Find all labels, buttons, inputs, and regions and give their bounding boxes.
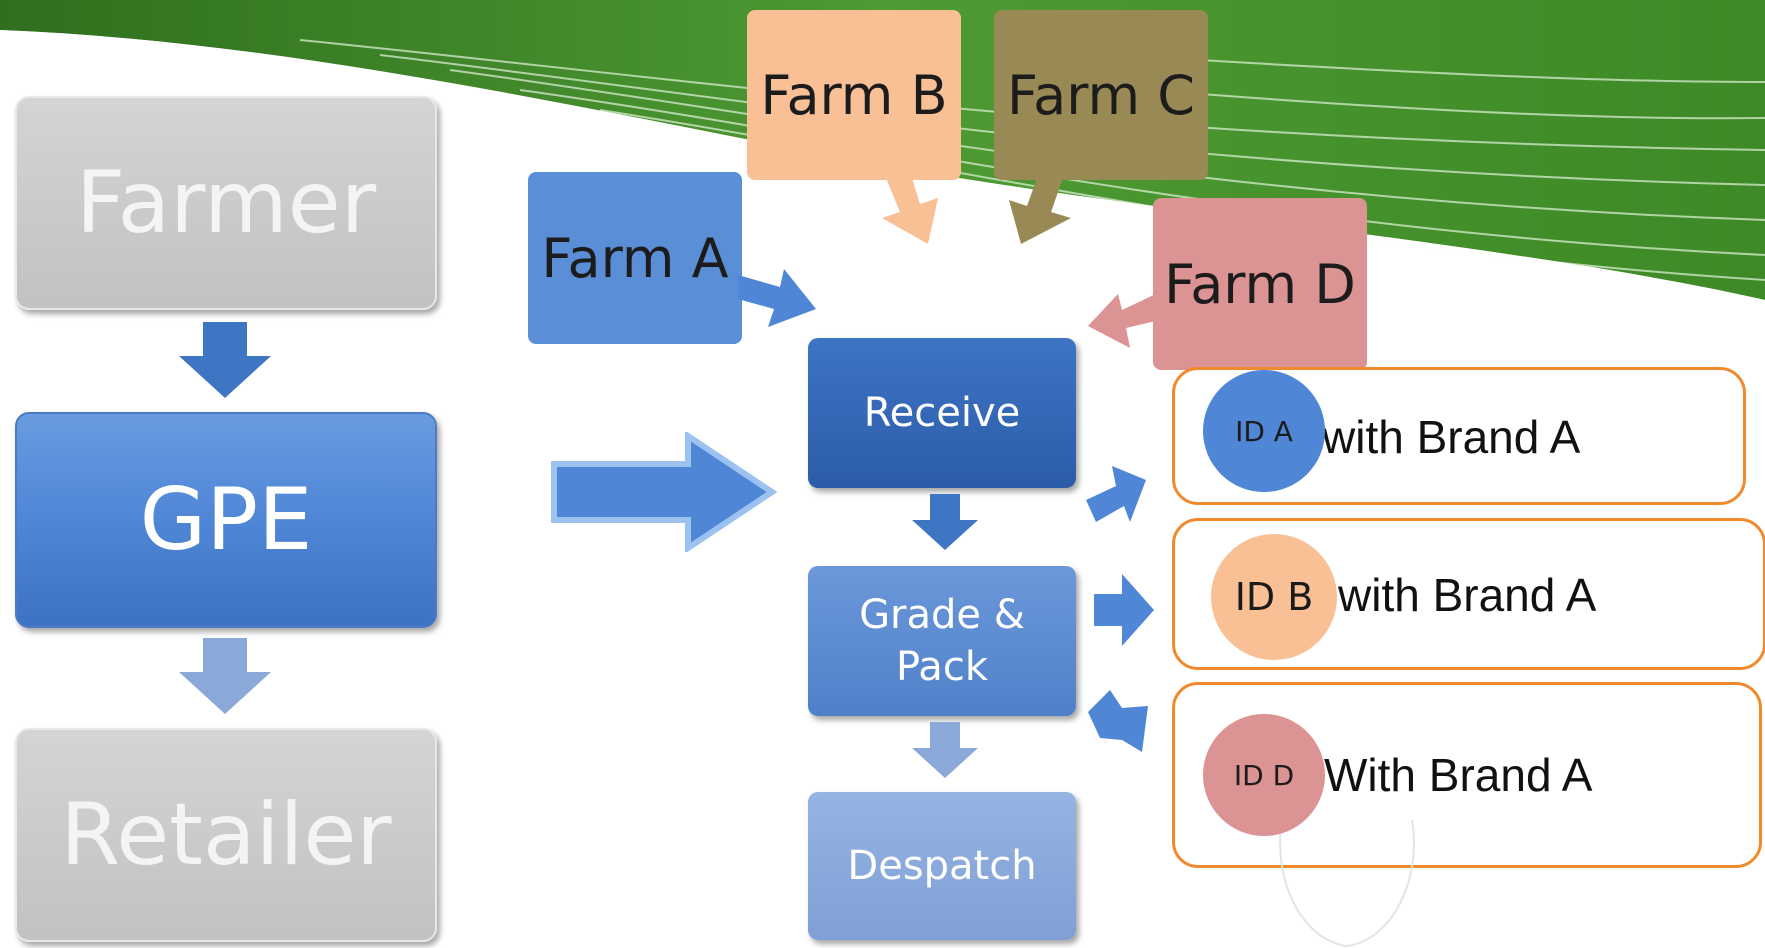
farm-b-arrow-icon: [882, 178, 938, 244]
farmer-box: Farmer: [15, 96, 437, 310]
id-d-circle: ID D: [1203, 714, 1325, 836]
retailer-box: Retailer: [15, 728, 437, 942]
farm-c-arrow-icon: [1009, 178, 1071, 244]
down-arrow-icon: [179, 638, 271, 714]
id-b-circle: ID B: [1211, 534, 1337, 660]
id-a-circle: ID A: [1203, 370, 1325, 492]
grade-pack-step: Grade & Pack: [808, 566, 1076, 716]
output-arrow-icon: [1086, 466, 1146, 522]
gpe-box: GPE: [15, 412, 437, 628]
output-text-d: With Brand A: [1324, 749, 1593, 801]
farm-d-box: Farm D: [1153, 198, 1367, 370]
output-box-id-d: [1172, 682, 1762, 868]
farm-a-arrow-icon: [738, 269, 816, 327]
down-arrow-icon: [179, 322, 271, 398]
output-arrow-icon: [1094, 574, 1154, 646]
output-text-a: with Brand A: [1322, 411, 1581, 463]
despatch-step: Despatch: [808, 792, 1076, 940]
farm-b-box: Farm B: [747, 10, 961, 180]
farm-c-box: Farm C: [994, 10, 1208, 180]
right-arrow-icon: [551, 432, 778, 552]
down-arrow-icon: [912, 722, 978, 778]
farm-a-box: Farm A: [528, 172, 742, 344]
decorative-circle: [1279, 820, 1415, 948]
output-arrow-icon: [1088, 690, 1148, 752]
down-arrow-icon: [912, 494, 978, 550]
receive-step: Receive: [808, 338, 1076, 488]
farm-d-arrow-icon: [1088, 292, 1160, 348]
output-text-b: with Brand A: [1338, 569, 1597, 621]
